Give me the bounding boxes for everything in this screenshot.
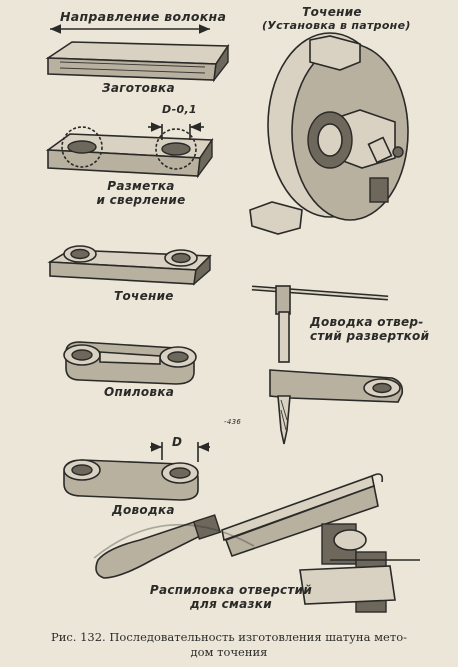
turning-chuck-title: Точение (Установка в патроне) xyxy=(262,5,411,32)
finished-part-illustration xyxy=(63,442,210,501)
marking-drilling-illustration xyxy=(45,122,214,179)
finishing-label: Доводка xyxy=(112,503,175,517)
blank-bar-illustration xyxy=(45,41,230,83)
sawing-label: Распиловка отверстий для смазки xyxy=(146,583,316,612)
reaming-label-line1: Доводка отвер- xyxy=(310,315,424,329)
sawing-label-line1: Распиловка отверстий xyxy=(149,583,313,597)
blank-label: Заготовка xyxy=(102,81,175,95)
caption-line1: Рис. 132. Последовательность изготовлени… xyxy=(50,630,408,644)
marking-drilling-label-line2: и сверление xyxy=(96,192,186,207)
turning-chuck-title-line2: (Установка в патроне) xyxy=(262,18,411,32)
reamer-illustration xyxy=(251,285,404,445)
reaming-label-line2: стий разверткой xyxy=(310,328,430,343)
turning-chuck-title-line1: Точение xyxy=(302,5,362,19)
lathe-chuck-illustration xyxy=(249,32,409,235)
grain-direction-label: Направление волокна xyxy=(60,9,227,24)
marking-drilling-label-line1: Разметка xyxy=(107,179,175,193)
caption-line2: дом точения xyxy=(190,645,268,659)
reaming-label: Доводка отвер- стий разверткой xyxy=(310,315,430,344)
dimension-d-label: D xyxy=(172,435,183,449)
figure-caption: Рис. 132. Последовательность изготовлени… xyxy=(0,630,458,660)
turning-label: Точение xyxy=(114,289,174,303)
page-mark: -436 xyxy=(224,418,242,426)
filing-label: Опиловка xyxy=(104,385,175,399)
turned-part-illustration xyxy=(47,245,212,286)
sawing-label-line2: для смазки xyxy=(190,596,272,611)
hacksaw-illustration xyxy=(95,473,420,613)
dimension-d01-label: D-0,1 xyxy=(162,103,197,116)
marking-drilling-label: Разметка и сверление xyxy=(86,179,196,208)
saw-motion-arc xyxy=(93,523,255,559)
filed-part-illustration xyxy=(63,341,197,385)
